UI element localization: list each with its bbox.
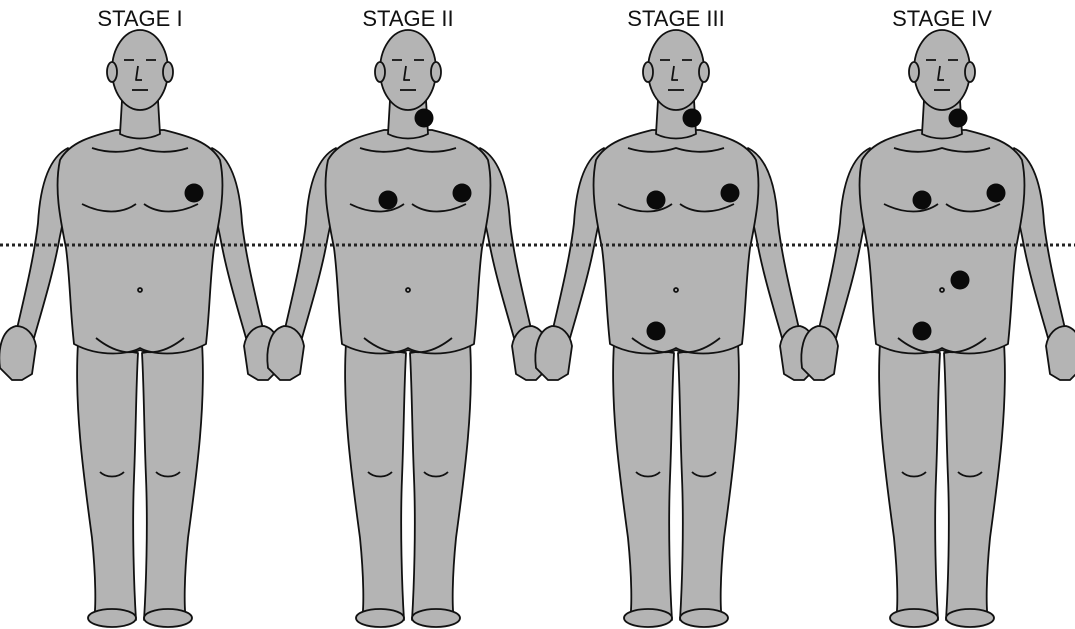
lymph-node-left-chest — [913, 191, 932, 210]
lymph-node-abdominal — [951, 271, 970, 290]
lymph-node-left-inguinal — [913, 322, 932, 341]
lymph-node-right-axillary — [721, 184, 740, 203]
lymph-node-right-axillary — [987, 184, 1006, 203]
stage-label: STAGE I — [97, 6, 182, 31]
stage-label: STAGE III — [627, 6, 724, 31]
stage-label: STAGE IV — [892, 6, 992, 31]
lymph-node-right-axillary — [185, 184, 204, 203]
lymph-node-left-inguinal — [647, 322, 666, 341]
body-figure — [535, 30, 816, 627]
lymph-node-left-chest — [647, 191, 666, 210]
stage-label: STAGE II — [362, 6, 453, 31]
lymph-node-left-cervical — [415, 109, 434, 128]
stage-panel: STAGE I — [0, 6, 281, 627]
stage-panel: STAGE IV — [801, 6, 1075, 627]
lymph-node-right-axillary — [453, 184, 472, 203]
stage-panel: STAGE III — [535, 6, 816, 627]
lymph-node-left-cervical — [949, 109, 968, 128]
lymph-node-left-chest — [379, 191, 398, 210]
stage-panel: STAGE II — [267, 6, 548, 627]
stages-layer: STAGE I STAGE II STAGE III STAGE IV — [0, 6, 1075, 627]
body-figure — [801, 30, 1075, 627]
body-figure — [267, 30, 548, 627]
body-figure — [0, 30, 281, 627]
lymph-node-left-cervical — [683, 109, 702, 128]
